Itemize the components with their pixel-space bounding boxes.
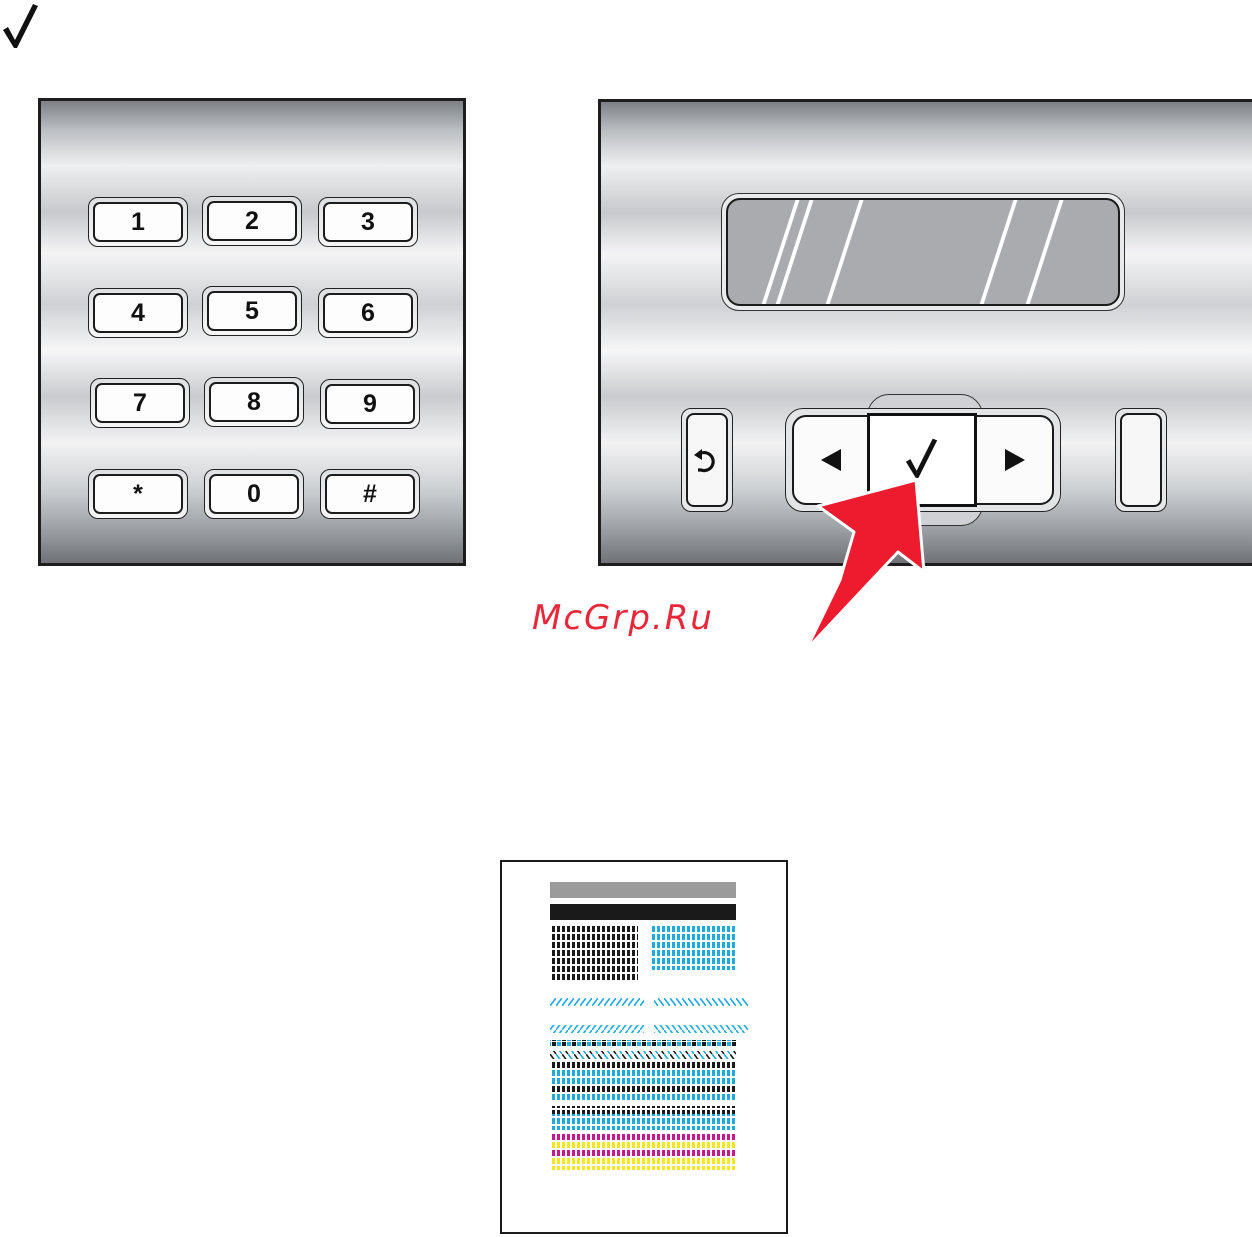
black-row	[550, 1086, 736, 1094]
cyan-nozzle-block	[650, 926, 736, 970]
black-row	[550, 1062, 736, 1070]
lcd-display	[721, 193, 1125, 311]
glare-line	[971, 198, 1020, 306]
key-9[interactable]: 9	[320, 379, 420, 429]
key-label: 1	[93, 202, 183, 242]
side-button[interactable]	[1115, 408, 1167, 512]
key-star[interactable]: *	[88, 469, 188, 519]
key-label: 6	[323, 293, 413, 333]
key-hash[interactable]: #	[320, 469, 420, 519]
key-label: 0	[209, 474, 299, 514]
cyan-diagonal-row	[654, 998, 748, 1006]
mixed-dash-row	[550, 1040, 736, 1046]
key-7[interactable]: 7	[90, 378, 190, 428]
glare-line	[817, 198, 866, 306]
back-arrow-icon	[692, 443, 722, 477]
key-0[interactable]: 0	[204, 469, 304, 519]
gray-bar	[550, 882, 736, 898]
key-6[interactable]: 6	[318, 288, 418, 338]
key-label: 4	[93, 293, 183, 333]
black-row	[550, 1106, 736, 1114]
black-bar	[550, 904, 736, 920]
yellow-rows	[550, 1156, 736, 1170]
magenta-row	[550, 1148, 736, 1156]
black-nozzle-block	[550, 926, 638, 982]
cyan-diagonal-row	[550, 1025, 644, 1033]
checkmark-icon	[902, 435, 942, 485]
cyan-rows	[550, 1114, 736, 1130]
alignment-test-page	[500, 860, 788, 1234]
right-arrow-button[interactable]	[976, 415, 1054, 505]
back-button[interactable]	[681, 408, 733, 512]
cyan-rows	[550, 1070, 736, 1086]
left-arrow-icon	[818, 447, 844, 473]
key-3[interactable]: 3	[318, 197, 418, 247]
key-label: #	[325, 474, 415, 514]
magenta-row	[550, 1132, 736, 1140]
key-1[interactable]: 1	[88, 197, 188, 247]
key-label: 9	[325, 384, 415, 424]
glare-line	[1017, 198, 1066, 306]
key-label: 8	[209, 382, 299, 422]
key-label: 2	[207, 201, 297, 241]
cyan-diagonal-row	[654, 1025, 748, 1033]
key-label: *	[93, 474, 183, 514]
key-label: 3	[323, 202, 413, 242]
mixed-diagonal-row	[550, 1051, 736, 1059]
red-arrow-icon	[798, 480, 938, 650]
key-5[interactable]: 5	[202, 286, 302, 336]
key-label: 7	[95, 383, 185, 423]
test-pattern	[502, 862, 786, 1232]
cyan-row	[550, 1094, 736, 1102]
numeric-keypad-panel: 1 2 3 4 5 6 7 8 9 * 0 #	[38, 98, 466, 566]
key-2[interactable]: 2	[202, 196, 302, 246]
yellow-row	[550, 1140, 736, 1148]
lcd-screen	[726, 198, 1120, 306]
key-4[interactable]: 4	[88, 288, 188, 338]
key-label: 5	[207, 291, 297, 331]
cyan-diagonal-row	[550, 998, 644, 1006]
watermark: McGrp.Ru	[532, 598, 714, 638]
right-arrow-icon	[1002, 447, 1028, 473]
checkmark-icon	[0, 0, 42, 56]
key-8[interactable]: 8	[204, 377, 304, 427]
